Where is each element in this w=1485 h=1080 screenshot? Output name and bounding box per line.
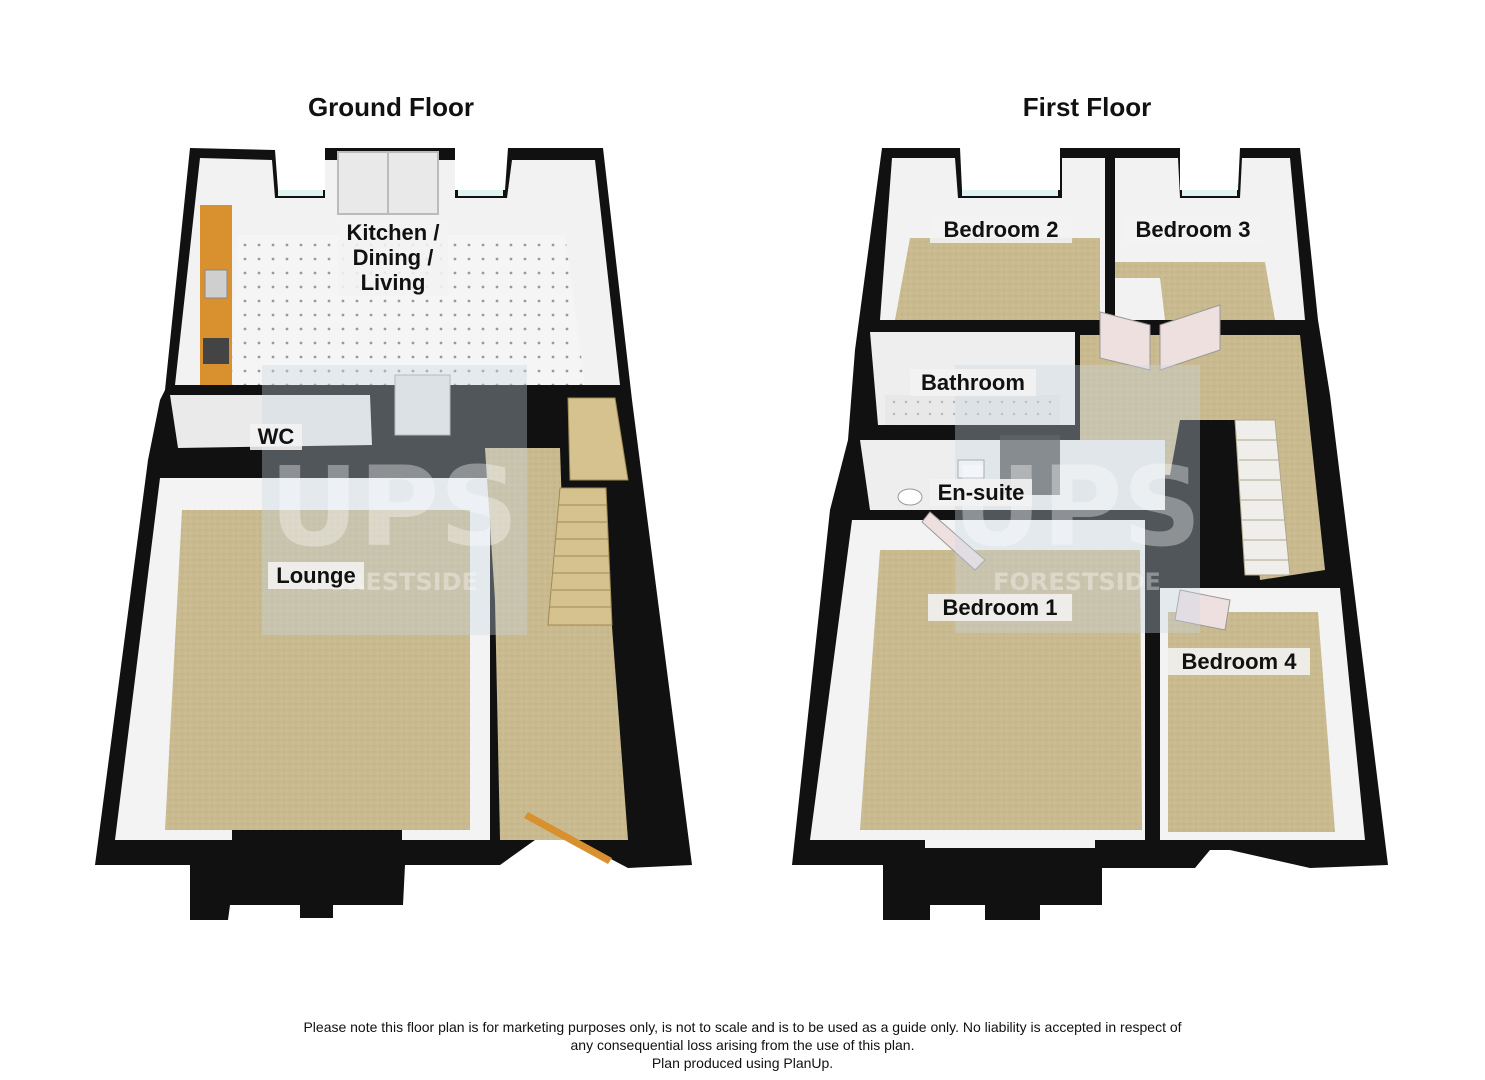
- basin-icon: [957, 459, 985, 479]
- bedroom3-window: [1182, 190, 1237, 196]
- toilet-icon: [897, 488, 923, 506]
- stairs-upper: [567, 397, 629, 481]
- room-label-kitchen-3: Living: [361, 270, 426, 295]
- wc-walls-inner: [170, 395, 372, 448]
- hall-door: [394, 374, 451, 436]
- bathroom-floor: [885, 395, 1060, 425]
- room-label-bedroom4: Bedroom 4: [1182, 649, 1298, 674]
- room-label-bathroom: Bathroom: [921, 370, 1025, 395]
- room-label-lounge: Lounge: [276, 563, 355, 588]
- bedroom2-window: [962, 190, 1058, 196]
- room-label-bedroom3: Bedroom 3: [1136, 217, 1251, 242]
- room-label-kitchen-1: Kitchen /: [347, 220, 440, 245]
- room-label-ensuite: En-suite: [938, 480, 1025, 505]
- bedroom4-door: [1174, 589, 1231, 631]
- kitchen-window-right: [458, 190, 503, 196]
- room-label-bedroom2: Bedroom 2: [944, 217, 1059, 242]
- room-label-kitchen-2: Dining /: [353, 245, 434, 270]
- watermark-box: [262, 365, 527, 635]
- disclaimer-line-2: any consequential loss arising from the …: [570, 1037, 915, 1053]
- landing-door-left: [1099, 311, 1151, 371]
- disclaimer-line-3: Plan produced using PlanUp.: [651, 1055, 834, 1071]
- hob-icon: [203, 338, 229, 364]
- bedroom2-carpet: [895, 238, 1100, 320]
- watermark-logo-first: UPS: [952, 443, 1201, 571]
- watermark-subtext-first: FORESTSIDE: [993, 568, 1161, 596]
- bedroom3-carpet: [1115, 262, 1275, 320]
- bedroom4-carpet: [1168, 612, 1335, 832]
- kitchen-window-left: [278, 190, 323, 196]
- first-floor: First Floor: [792, 92, 1388, 920]
- bedroom1-door: [921, 511, 986, 571]
- landing-door-right: [1159, 304, 1221, 371]
- landing-stairs: [1234, 419, 1291, 576]
- disclaimer: Please note this floor plan is for marke…: [0, 1018, 1485, 1072]
- room-label-bedroom1: Bedroom 1: [943, 595, 1058, 620]
- ground-floor-title: Ground Floor: [308, 92, 474, 122]
- watermark-logo: UPS: [269, 443, 518, 571]
- room-label-wc: WC: [258, 424, 295, 449]
- kitchen-tile-floor: [230, 235, 585, 385]
- first-floor-title: First Floor: [1023, 92, 1152, 122]
- disclaimer-line-1: Please note this floor plan is for marke…: [303, 1019, 1182, 1035]
- hallway-floor: [485, 448, 628, 840]
- front-door: [524, 812, 612, 864]
- ground-floor: Ground Floor UPS FOREST: [95, 92, 692, 920]
- lounge-carpet: [165, 510, 470, 830]
- sink-icon: [204, 269, 228, 299]
